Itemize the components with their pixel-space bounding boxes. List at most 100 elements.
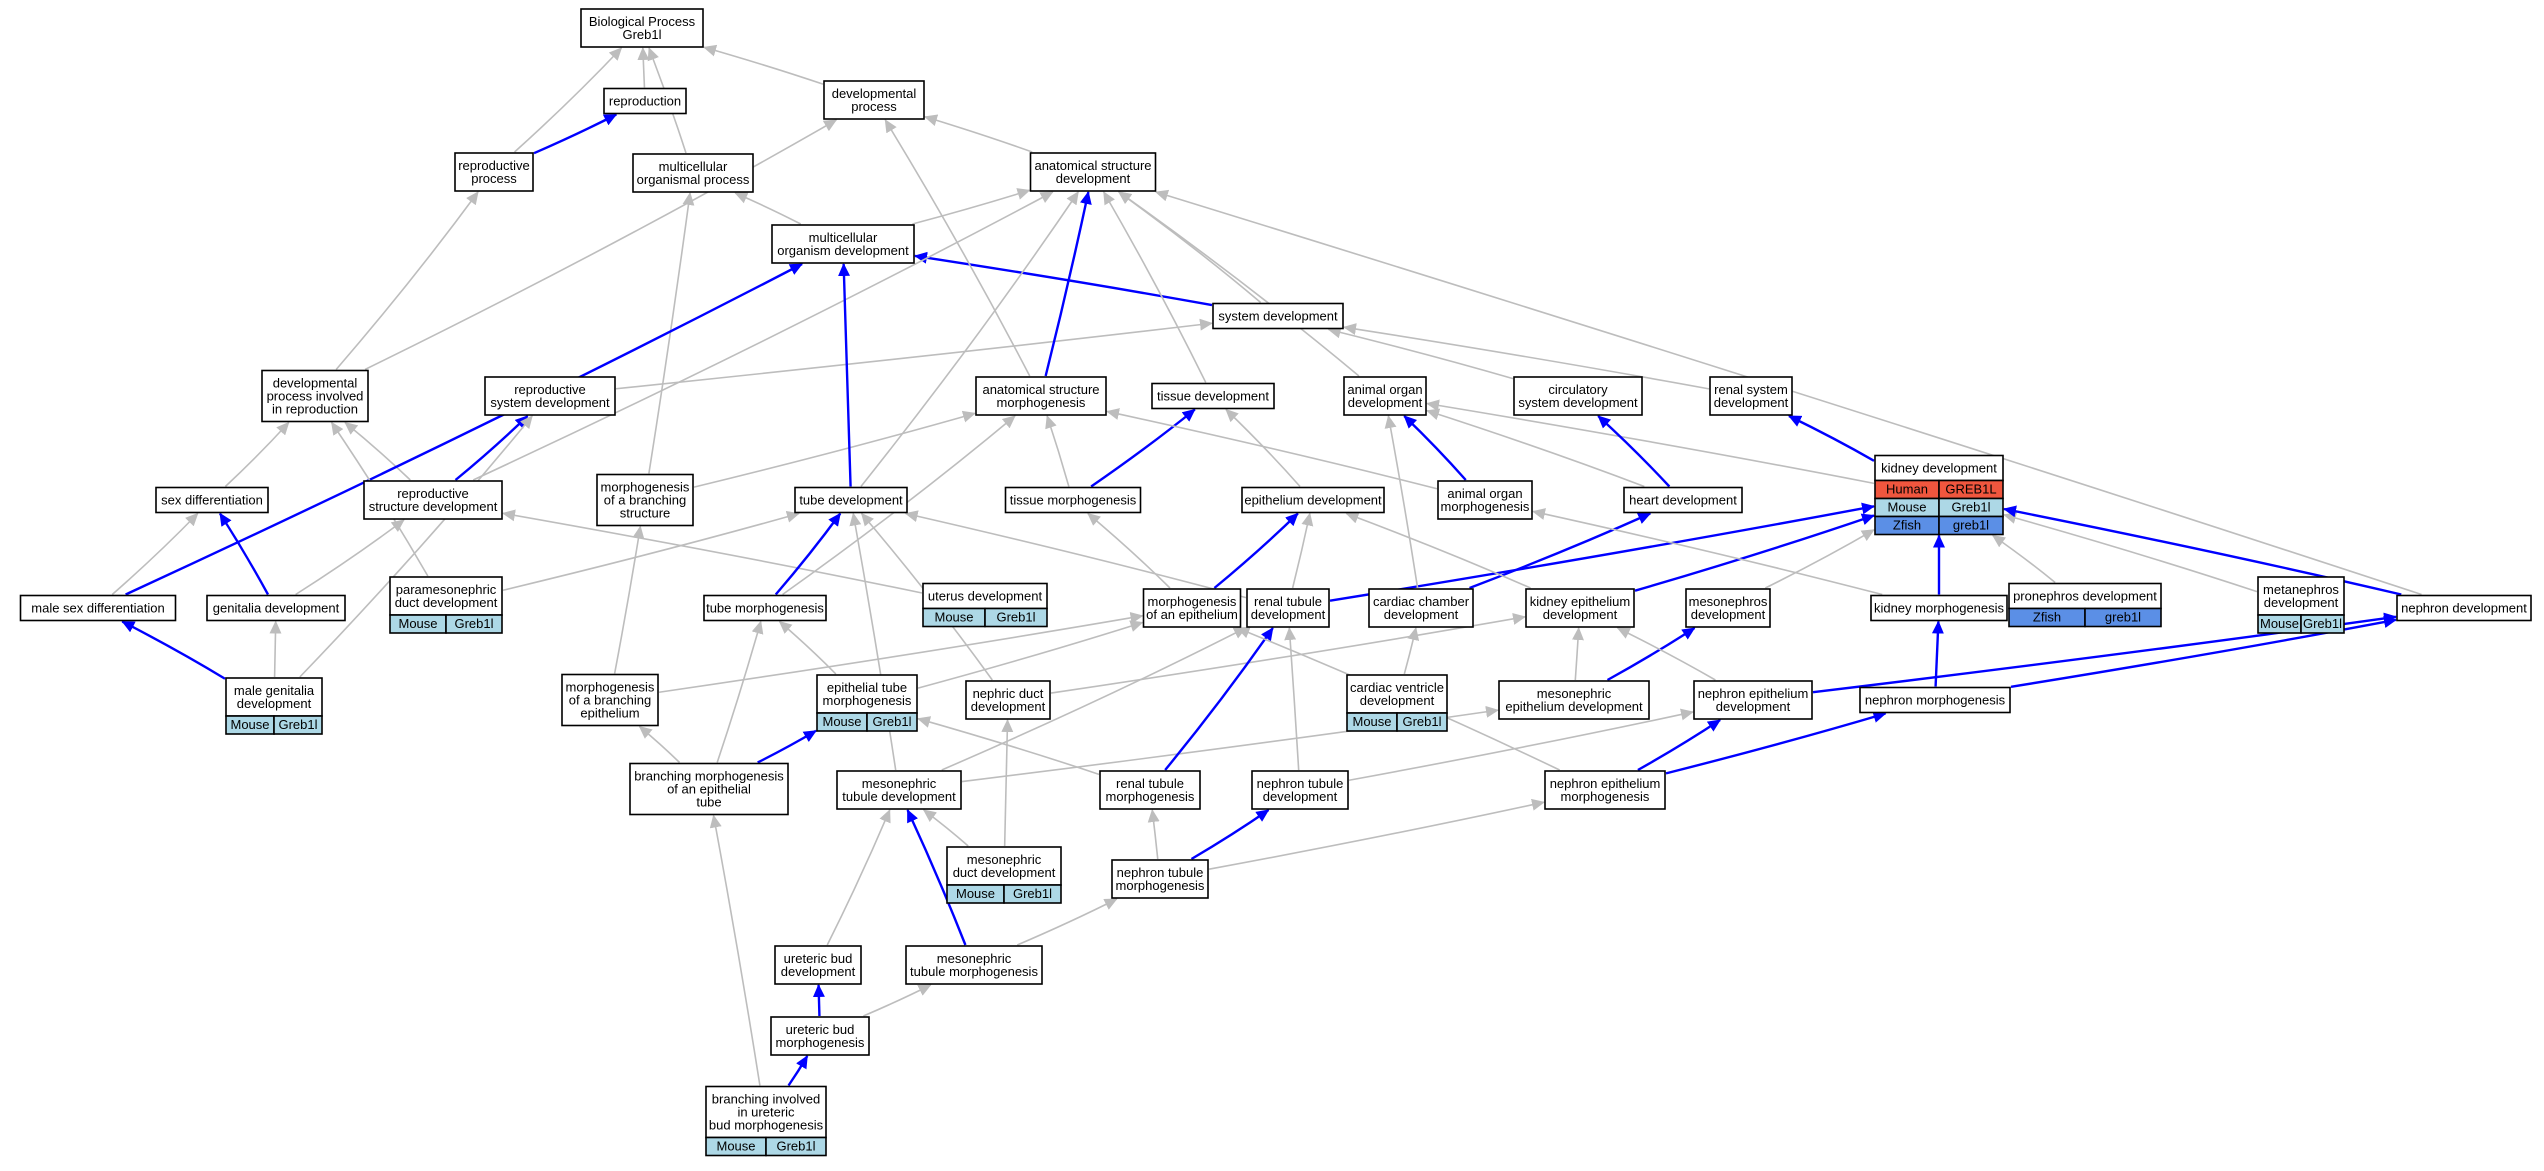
go-term-node-heartdev[interactable]: heart development bbox=[1623, 486, 1743, 514]
edge-layer bbox=[111, 44, 2422, 1087]
edge-genitdev-to-sexdiff bbox=[218, 512, 270, 596]
gene-cell bbox=[1003, 884, 1062, 904]
gene-cell bbox=[765, 1136, 827, 1157]
node-label: development bbox=[1384, 607, 1459, 622]
go-term-node-tismorph[interactable]: tissue morphogenesis bbox=[1004, 486, 1142, 514]
go-term-node-tubedev[interactable]: tube development bbox=[794, 486, 908, 514]
edge-biubm-to-bmoet bbox=[709, 814, 761, 1086]
edge-mgd-to-rsd bbox=[299, 415, 533, 678]
node-box bbox=[363, 480, 503, 520]
node-label: morphogenesis bbox=[566, 680, 655, 695]
edge-rstrucdev-to-rsd bbox=[454, 415, 529, 481]
node-label: nephron development bbox=[2401, 601, 2527, 616]
go-term-node-tubemorph[interactable]: tube morphogenesis bbox=[703, 594, 827, 622]
node-label: bud morphogenesis bbox=[709, 1118, 824, 1133]
edge-ntm-to-rtm bbox=[1147, 809, 1160, 860]
go-term-node-tisdev[interactable]: tissue development bbox=[1151, 382, 1275, 410]
go-term-node-sexdiff[interactable]: sex differentiation bbox=[155, 486, 269, 514]
go-term-node-sysdev[interactable]: system development bbox=[1212, 302, 1344, 330]
node-box bbox=[1004, 486, 1142, 514]
node-box bbox=[1246, 588, 1330, 628]
node-box bbox=[1251, 770, 1349, 810]
node-box bbox=[454, 152, 534, 192]
go-term-node-nephmorph[interactable]: nephron morphogenesis bbox=[1859, 686, 2011, 714]
go-term-node-kidmorph[interactable]: kidney morphogenesis bbox=[1870, 594, 2008, 622]
edge-ked-to-kidneydev bbox=[1634, 513, 1875, 592]
node-label: epithelium development bbox=[1505, 699, 1643, 714]
node-label: anatomical structure bbox=[982, 382, 1099, 397]
edge-nem-to-nephmorph bbox=[1665, 711, 1887, 775]
node-label: animal organ bbox=[1347, 382, 1422, 397]
gene-cell bbox=[445, 614, 503, 634]
gene-cell bbox=[1938, 515, 2004, 536]
node-box bbox=[1029, 152, 1157, 192]
node-label: development bbox=[2264, 595, 2339, 610]
gene-label: Greb1l bbox=[872, 714, 911, 729]
edge-tubedev-to-mcod bbox=[838, 263, 852, 487]
gene-cell bbox=[273, 715, 323, 735]
go-term-node-epidev[interactable]: epithelium development bbox=[1241, 486, 1385, 514]
go-term-node-genitdev[interactable]: genitalia development bbox=[206, 594, 346, 622]
edge-rensys-to-sysdev bbox=[1343, 323, 1710, 390]
go-term-node-nephdev[interactable]: nephron development bbox=[2396, 594, 2532, 622]
gene-cell bbox=[984, 607, 1048, 628]
edge-mcod-to-asd bbox=[912, 188, 1031, 225]
gene-label: GREB1L bbox=[1945, 482, 1996, 497]
node-label: cardiac chamber bbox=[1373, 594, 1470, 609]
node-box bbox=[603, 87, 687, 115]
edge-nephmorph-to-nephdev bbox=[2010, 616, 2397, 688]
go-term-node-msd[interactable]: male sex differentiation bbox=[19, 594, 177, 622]
gene-label: Greb1l bbox=[2303, 616, 2342, 631]
edge-sexdiff-to-dpir bbox=[224, 421, 290, 488]
edge-ubm-to-ubd bbox=[812, 984, 825, 1017]
node-label: morphogenesis bbox=[1116, 878, 1205, 893]
go-term-node-repro[interactable]: reproduction bbox=[603, 87, 687, 115]
edge-mtd-to-rtd bbox=[941, 626, 1247, 771]
